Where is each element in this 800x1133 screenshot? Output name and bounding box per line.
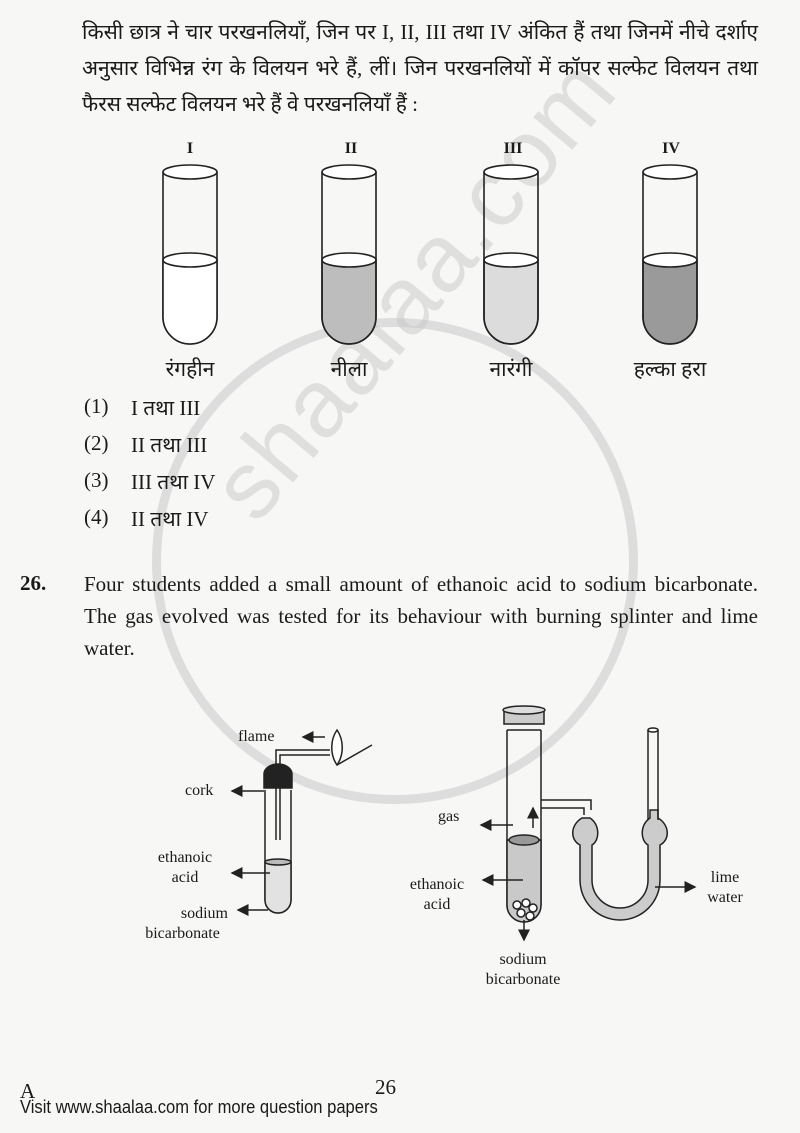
label-sodium-bicarbonate-right: sodium bicarbonate [473, 950, 573, 990]
label-ethanoic-acid-left: ethanoic acid [150, 848, 220, 888]
tube-label-2: II [344, 140, 358, 157]
label-sodium-bicarbonate-left: sodium bicarbonate [135, 904, 230, 944]
label-flame: flame [238, 728, 275, 745]
option-text: II तथा III [131, 433, 208, 457]
apparatus-figure [230, 705, 697, 942]
question-25-text: किसी छात्र ने चार परखनलियाँ, जिन पर I, I… [82, 20, 758, 116]
footer-visit-link[interactable]: Visit www.shaalaa.com for more question … [20, 1097, 378, 1117]
option-number: (3) [84, 468, 109, 492]
tube-caption-2: नीला [330, 357, 368, 381]
question-25-options: (1) I तथा III (2) II तथा III (3) III तथा… [84, 394, 215, 542]
label-text: bicarbonate [485, 971, 561, 988]
option-3[interactable]: (3) III तथा IV [84, 468, 215, 505]
tube-caption-3: नारंगी [489, 357, 533, 381]
option-number: (4) [84, 505, 109, 529]
label-text: bicarbonate [145, 925, 220, 942]
question-26-number: 26. [20, 571, 47, 595]
tube-caption-1: रंगहीन [165, 357, 215, 381]
tube-1-liquid [162, 259, 218, 345]
option-1[interactable]: (1) I तथा III [84, 394, 215, 431]
label-text: acid [423, 896, 451, 913]
footer-set-code: A [20, 1079, 36, 1103]
option-number: (2) [84, 431, 109, 455]
label-text: lime [710, 869, 740, 886]
tube-label-4: IV [662, 140, 680, 157]
option-4[interactable]: (4) II तथा IV [84, 505, 215, 542]
label-text: ethanoic [157, 849, 213, 866]
option-number: (1) [84, 394, 109, 418]
question-26-text: Four students added a small amount of et… [84, 572, 758, 660]
option-text: III तथा IV [131, 470, 216, 494]
test-tubes-figure [162, 164, 698, 345]
label-cork: cork [185, 782, 214, 799]
tube-label-1: I [186, 140, 194, 157]
label-text: sodium [499, 951, 547, 968]
label-text: water [707, 889, 743, 906]
option-text: II तथा IV [131, 507, 209, 531]
tube-label-3: III [503, 140, 523, 157]
option-2[interactable]: (2) II तथा III [84, 431, 215, 468]
tube-caption-4: हल्का हरा [633, 357, 707, 381]
label-text: acid [171, 869, 199, 886]
label-ethanoic-acid-right: ethanoic acid [402, 875, 472, 915]
label-text: sodium [180, 905, 228, 922]
label-text: ethanoic [409, 876, 465, 893]
label-lime-water: lime water [700, 868, 750, 908]
footer-page-number: 26 [375, 1075, 396, 1099]
label-gas: gas [438, 808, 460, 825]
option-text: I तथा III [131, 396, 201, 420]
